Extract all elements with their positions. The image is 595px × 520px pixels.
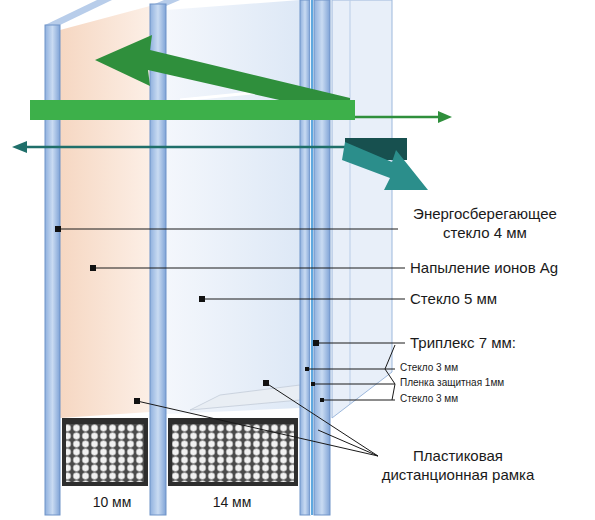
dimension-label: 14 мм [202,494,262,512]
dimension-label: 10 мм [82,494,142,512]
arrow-head [438,111,452,123]
sub-label: Стекло 3 мм [400,393,590,406]
light-band [30,100,355,120]
glass-edge [45,0,112,25]
part-label: Пластиковая дистанционная рамка [358,447,558,485]
glass-pane [300,0,310,515]
glass-face [332,0,392,418]
sub-label: Пленка защитная 1мм [400,377,590,390]
leader-dots [55,226,324,404]
part-label: Энергосберегающее стекло 4 мм [395,205,575,243]
spacer-frame [62,418,148,486]
part-label: Стекло 5 мм [410,290,590,309]
glass-pane [45,25,60,515]
glass-pane [314,0,330,515]
frame-perspective [190,385,300,410]
arrow-head [12,141,27,153]
heat-arrow [26,146,400,149]
glass-pane [150,4,166,515]
part-label: Напыление ионов Ag [410,259,590,278]
reflect-arrow [342,142,428,190]
leader-lines [58,229,405,456]
protective-film [310,0,314,515]
spacer-frame [168,418,298,486]
desiccant [66,424,144,482]
sub-label: Стекло 3 мм [400,362,590,375]
part-label: Триплекс 7 мм: [410,334,590,353]
